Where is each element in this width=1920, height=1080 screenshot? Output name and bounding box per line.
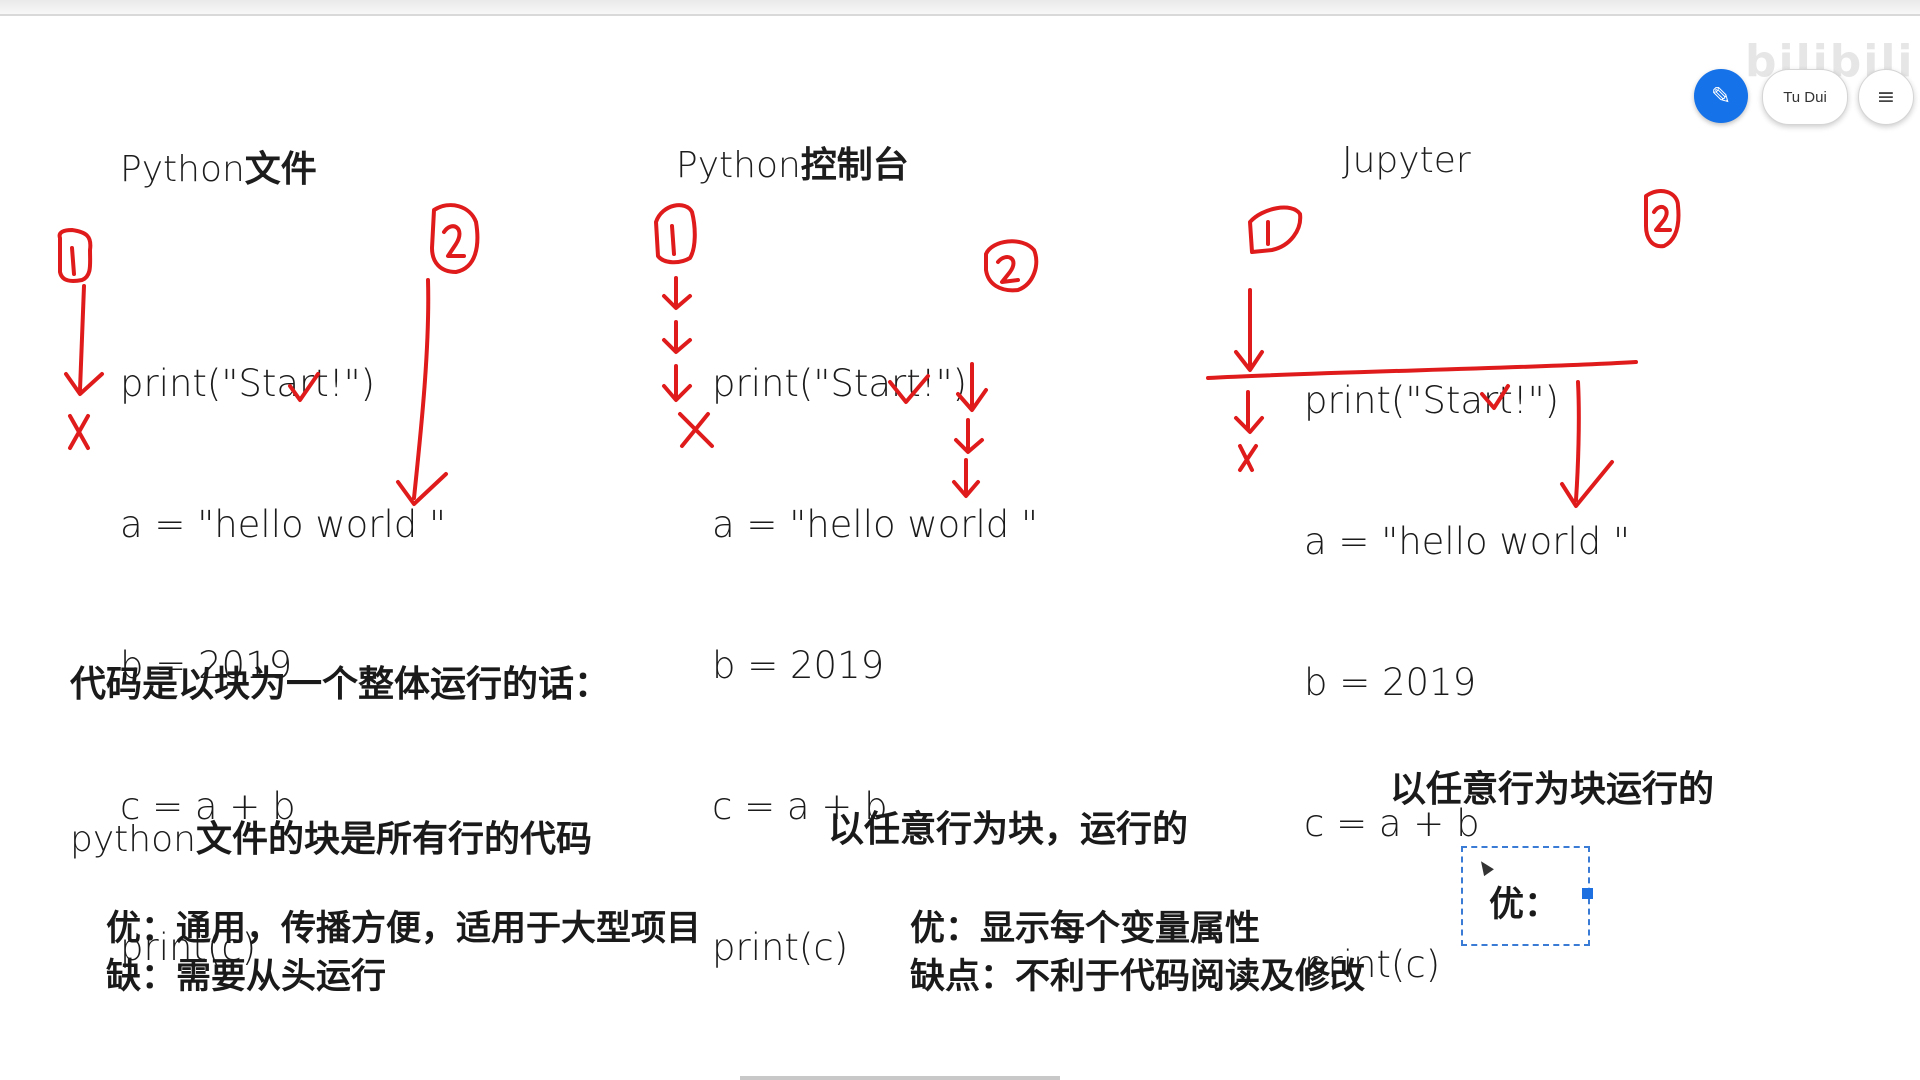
browser-top-bar [0,0,1920,16]
section-title-latin: Python [120,149,245,190]
section-title-cjk: 控制台 [800,145,909,186]
cross-3 [1238,444,1258,472]
code-line: print("Start!") [1304,379,1560,422]
step-arrow [662,320,692,354]
down-arrow-1-head [64,372,104,396]
down-arrow-3b [1234,390,1264,434]
code-line: c = a + b [120,785,296,828]
python-file-label-latin: python [70,819,196,860]
code-line: print("Start!") [712,362,968,405]
python-file-pro: 优：通用，传播方便，适用于大型项目 [106,909,702,949]
code-line: c = a + b [712,785,888,828]
step-arrow [662,364,692,402]
step-arrow [662,276,692,310]
mark-1-box [1248,205,1303,254]
code-line: print(c) [120,926,257,969]
text-edit-content[interactable]: 优： [1489,885,1560,925]
mark-2-stroke [1652,204,1672,232]
summary-heading: 代码是以块为一个整体运行的话： [70,664,611,705]
hamburger-menu-icon[interactable]: ≡ [1858,69,1914,125]
section-title-latin: Python [676,145,801,186]
section-title-cjk: 文件 [244,149,317,190]
user-name-button[interactable]: Tu Dui [1762,69,1848,125]
console-label: 以任意行为块，运行的 [828,809,1189,850]
console-con: 缺点：不利于代码阅读及修改 [910,957,1366,997]
code-block-jupyter: print("Start!") a = "hello world " b = 2… [1304,283,1630,1035]
mark-1-box [57,228,93,283]
bottom-scroll-indicator [740,1076,1060,1080]
code-line: a = "hello world " [1304,520,1631,563]
mark-2-stroke [442,224,466,258]
jupyter-label: 以任意行为块运行的 [1390,769,1715,810]
section-title-python-console: Python控制台 [676,136,909,188]
mark-1-box [654,203,697,265]
mouse-cursor-icon [1476,857,1494,877]
resize-handle[interactable] [1582,888,1593,899]
section-title-jupyter: Jupyter [1342,140,1471,181]
code-line: c = a + b [1304,802,1480,845]
console-pro: 优：显示每个变量属性 [910,909,1261,949]
code-line: print("Start!") [120,362,376,405]
mark-2-box [430,203,480,274]
code-block-python-file: print("Start!") a = "hello world " b = 2… [120,266,446,1018]
python-file-label-cjk: 文件的块是所有行的代码 [195,819,592,860]
down-arrow-1 [78,284,86,392]
cross-2 [678,412,714,448]
code-line: b = 2019 [712,644,885,687]
code-line: a = "hello world " [120,503,447,546]
code-block-python-console: print("Start!") a = "hello world " b = 2… [712,266,1038,1018]
presenter-avatar-icon[interactable]: ✎ [1694,69,1748,123]
text-edit-box[interactable]: 优： [1461,846,1593,946]
down-arrow-3a [1234,288,1264,372]
python-file-label: python文件的块是所有行的代码 [70,810,592,862]
python-file-con: 缺：需要从头运行 [106,957,387,997]
section-title-latin: Jupyter [1342,140,1471,181]
mark-1-stroke [670,224,676,256]
section-title-python-file: Python文件 [120,140,317,192]
code-line: print(c) [712,926,849,969]
code-line: b = 2019 [120,644,293,687]
cross-1 [68,414,90,450]
mark-2-box [1644,189,1681,249]
code-line: print(c) [1304,943,1441,986]
code-line: b = 2019 [1304,661,1477,704]
mark-1-stroke [70,246,76,276]
code-line: a = "hello world " [712,503,1039,546]
